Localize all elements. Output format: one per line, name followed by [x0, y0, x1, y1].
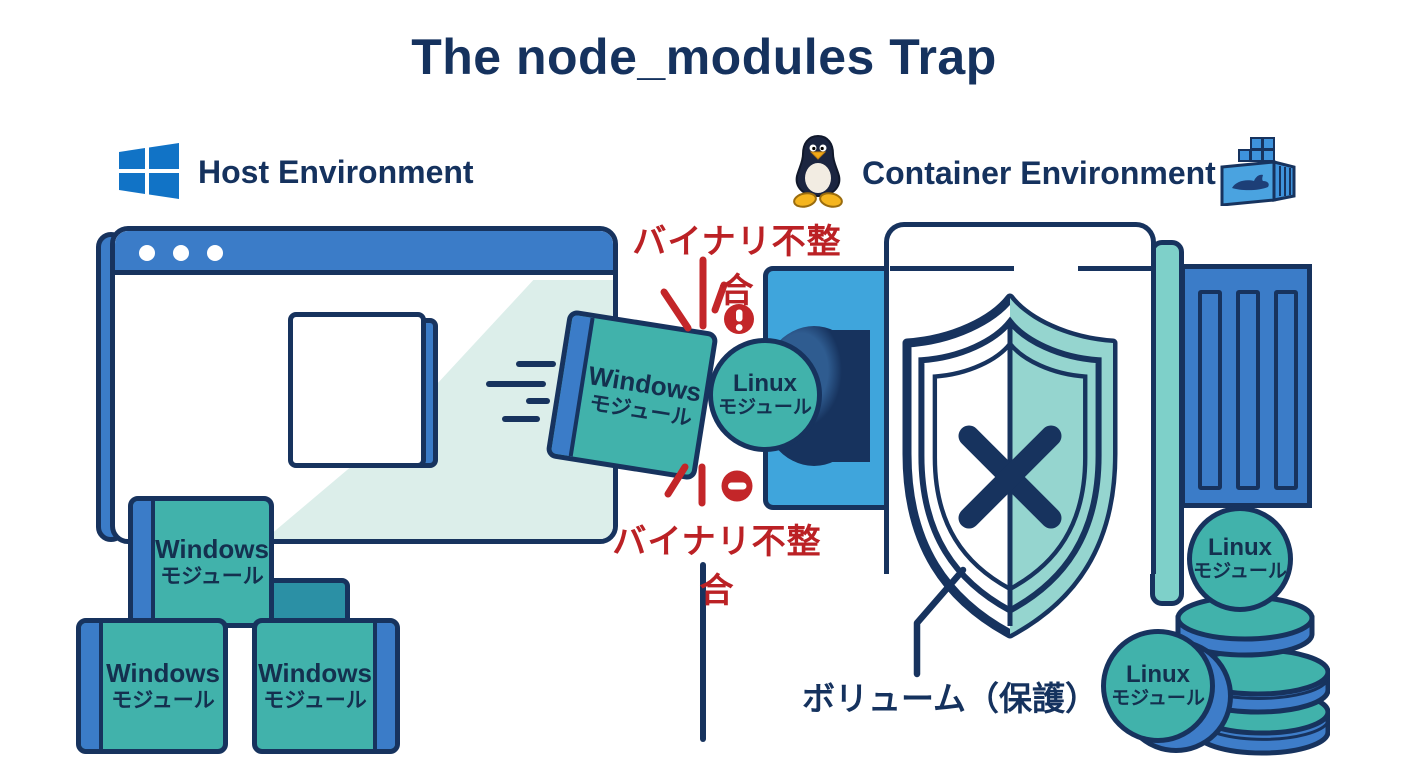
container-top-line — [890, 266, 1014, 271]
module-name: Windows — [155, 534, 269, 565]
windows-logo-icon — [119, 143, 179, 199]
container-slat — [1198, 290, 1222, 490]
collision-marks — [660, 256, 754, 507]
module-type: モジュール — [1111, 688, 1205, 710]
windows-module-box: Windows モジュール — [252, 618, 400, 754]
speed-line — [486, 381, 546, 387]
container-slat — [1236, 290, 1260, 490]
docker-whale-icon — [1232, 174, 1269, 191]
module-type: モジュール — [1193, 561, 1287, 583]
container-top-line — [1078, 266, 1152, 271]
block-icon — [721, 470, 753, 502]
module-type: モジュール — [263, 688, 367, 712]
window-titlebar — [115, 231, 613, 275]
volume-pointer-line — [913, 566, 967, 678]
linux-module-coin: Linux モジュール — [1187, 506, 1293, 612]
tux-linux-icon — [793, 134, 843, 208]
module-type: モジュール — [160, 564, 264, 588]
module-name: Windows — [106, 658, 220, 689]
window-dot-icon — [173, 245, 189, 261]
volume-protection-label: ボリューム（保護） — [802, 680, 1099, 717]
center-divider-line — [700, 562, 706, 742]
x-mark-icon — [958, 425, 1062, 529]
speed-line — [526, 398, 550, 404]
window-dot-icon — [139, 245, 155, 261]
module-edge — [81, 623, 103, 749]
docker-icon — [1220, 137, 1296, 206]
windows-module-box: Windows モジュール — [128, 496, 274, 628]
alert-icon — [724, 304, 754, 334]
speed-line — [516, 361, 556, 367]
linux-module-coin: Linux モジュール — [1101, 629, 1215, 743]
module-edge — [133, 501, 155, 623]
coin-stack — [1175, 594, 1330, 756]
inner-square — [288, 312, 426, 468]
container-slat — [1274, 290, 1298, 490]
binary-mismatch-label-top: バイナリ不整合 — [632, 223, 842, 310]
speed-line — [502, 416, 540, 422]
module-name: Linux — [1126, 660, 1190, 688]
linux-module-socket: Linux モジュール — [708, 338, 822, 452]
module-edge — [373, 623, 395, 749]
container-environment-heading: Container Environment — [862, 155, 1216, 191]
module-name: Linux — [733, 369, 797, 397]
module-type: モジュール — [718, 397, 812, 419]
module-name: Linux — [1208, 533, 1272, 561]
page-title: The node_modules Trap — [411, 29, 997, 85]
module-type: モジュール — [111, 688, 215, 712]
module-name: Windows — [258, 658, 372, 689]
shield-icon — [902, 293, 1118, 639]
windows-module-box: Windows モジュール — [76, 618, 228, 754]
container-slat-panel — [1180, 264, 1312, 508]
window-dot-icon — [207, 245, 223, 261]
binary-mismatch-label-bottom: バイナリ不整合 — [612, 523, 822, 610]
host-environment-heading: Host Environment — [198, 154, 474, 190]
